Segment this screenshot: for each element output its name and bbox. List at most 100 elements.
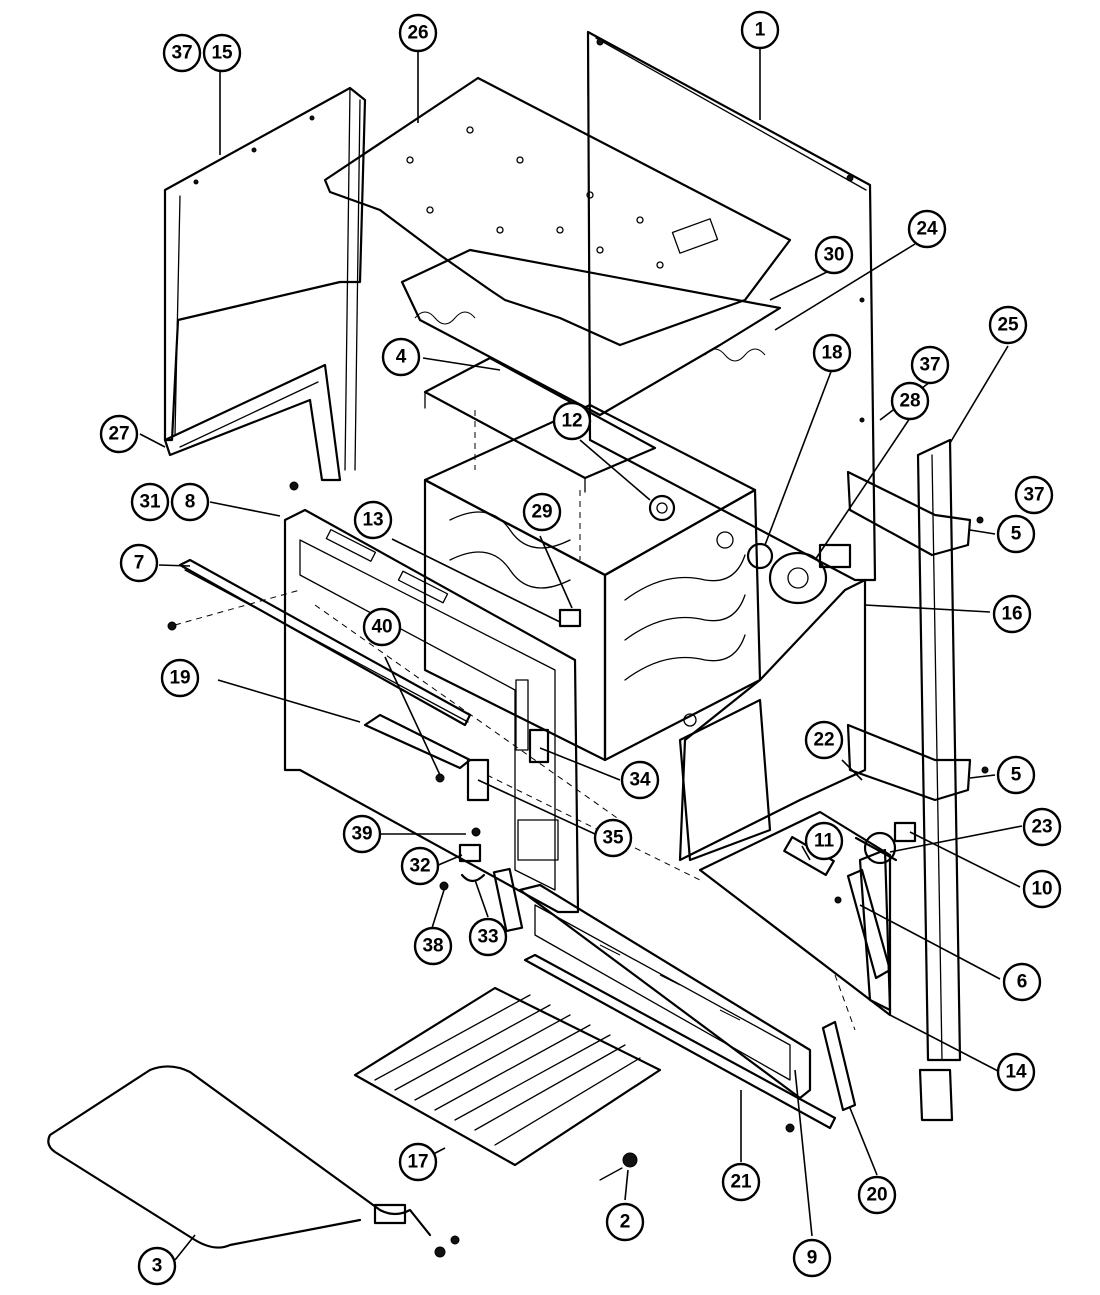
top-cover (323, 76, 792, 347)
svg-text:24: 24 (916, 219, 938, 240)
side-insulation-blanket (678, 578, 867, 862)
svg-text:7: 7 (134, 553, 145, 574)
svg-text:9: 9 (807, 1248, 818, 1269)
callout-18: 18 (812, 333, 852, 373)
callout-37-right-upper: 37 (910, 345, 950, 385)
callout-3: 3 (137, 1246, 177, 1286)
svg-text:22: 22 (813, 730, 834, 751)
svg-text:21: 21 (730, 1172, 752, 1193)
svg-text:37: 37 (171, 43, 192, 64)
svg-text:27: 27 (108, 424, 129, 445)
callout-29: 29 (522, 492, 562, 532)
svg-text:25: 25 (997, 315, 1019, 336)
svg-text:3: 3 (152, 1256, 163, 1277)
door-trim (523, 953, 837, 1130)
svg-text:8: 8 (185, 492, 196, 513)
door-switch (466, 728, 550, 802)
callout-26: 26 (398, 13, 438, 53)
right-side-rail (916, 438, 962, 1122)
callout-15: 15 (202, 33, 242, 73)
front-frame (283, 508, 580, 914)
svg-text:17: 17 (407, 1152, 428, 1173)
callout-17: 17 (398, 1142, 438, 1182)
bake-element (47, 1065, 460, 1258)
screws (167, 481, 989, 1133)
leveling-leg (599, 1152, 638, 1181)
callout-5-lower: 5 (996, 755, 1036, 795)
vent-plate (363, 713, 472, 770)
svg-text:37: 37 (919, 355, 940, 376)
door-side-strip (821, 1020, 857, 1112)
thermostat-sensor (854, 831, 898, 865)
callout-20: 20 (857, 1175, 897, 1215)
callout-13: 13 (353, 500, 393, 540)
svg-text:31: 31 (139, 492, 161, 513)
svg-text:1: 1 (755, 20, 766, 41)
callout-30: 30 (814, 235, 854, 275)
left-frame-strip (163, 363, 342, 482)
svg-text:23: 23 (1031, 817, 1052, 838)
callout-10: 10 (1022, 869, 1062, 909)
callout-38: 38 (413, 926, 453, 966)
gas-valve (648, 494, 676, 522)
svg-text:10: 10 (1031, 879, 1052, 900)
oven-rack (353, 986, 662, 1167)
callout-12: 12 (552, 401, 592, 441)
insulation-pad (400, 248, 782, 417)
door-inner-panel (518, 883, 812, 1100)
callout-21: 21 (721, 1162, 761, 1202)
callout-27: 27 (99, 414, 139, 454)
callout-37-right-lower: 37 (1014, 475, 1054, 515)
callout-39: 39 (342, 814, 382, 854)
callout-23: 23 (1022, 807, 1062, 847)
callout-2: 2 (605, 1202, 645, 1242)
terminal-block (893, 821, 917, 843)
svg-text:12: 12 (561, 411, 582, 432)
svg-text:39: 39 (351, 824, 372, 845)
callout-25: 25 (988, 305, 1028, 345)
svg-text:20: 20 (866, 1185, 887, 1206)
callout-32: 32 (400, 846, 440, 886)
svg-text:16: 16 (1001, 604, 1022, 625)
upper-bracket (846, 470, 972, 557)
left-side-panel (163, 86, 367, 471)
callout-37-top-left: 37 (162, 33, 202, 73)
svg-text:11: 11 (814, 831, 835, 852)
callout-24: 24 (907, 209, 947, 249)
convection-fan-motor (768, 543, 852, 605)
door-hinge-parts (439, 827, 524, 933)
callout-28: 28 (890, 381, 930, 421)
svg-text:5: 5 (1011, 765, 1022, 786)
svg-text:33: 33 (477, 927, 498, 948)
callout-6: 6 (1002, 962, 1042, 1002)
top-shield (423, 356, 657, 493)
lower-panel (698, 810, 892, 1017)
svg-text:19: 19 (169, 668, 190, 689)
callout-34: 34 (620, 760, 660, 800)
svg-text:40: 40 (371, 617, 392, 638)
svg-text:28: 28 (899, 391, 920, 412)
front-top-strip (178, 558, 472, 727)
callout-16: 16 (992, 594, 1032, 634)
svg-text:18: 18 (821, 343, 842, 364)
callout-7: 7 (119, 543, 159, 583)
callout-1: 1 (740, 10, 780, 50)
callout-19: 19 (160, 658, 200, 698)
callout-40: 40 (362, 607, 402, 647)
callout-31: 31 (130, 482, 170, 522)
svg-text:14: 14 (1005, 1062, 1027, 1083)
svg-text:6: 6 (1017, 972, 1028, 993)
svg-text:26: 26 (407, 23, 428, 44)
svg-text:34: 34 (629, 770, 651, 791)
leader-lines (139, 48, 1023, 1261)
callout-4: 4 (381, 337, 421, 377)
assembly-lines (174, 410, 856, 1031)
callout-22: 22 (804, 720, 844, 760)
light-socket (746, 542, 774, 570)
svg-text:35: 35 (602, 828, 624, 849)
svg-text:30: 30 (823, 245, 844, 266)
hinge (846, 868, 892, 980)
callout-11: 11 (804, 821, 844, 861)
lower-bracket (846, 723, 972, 802)
